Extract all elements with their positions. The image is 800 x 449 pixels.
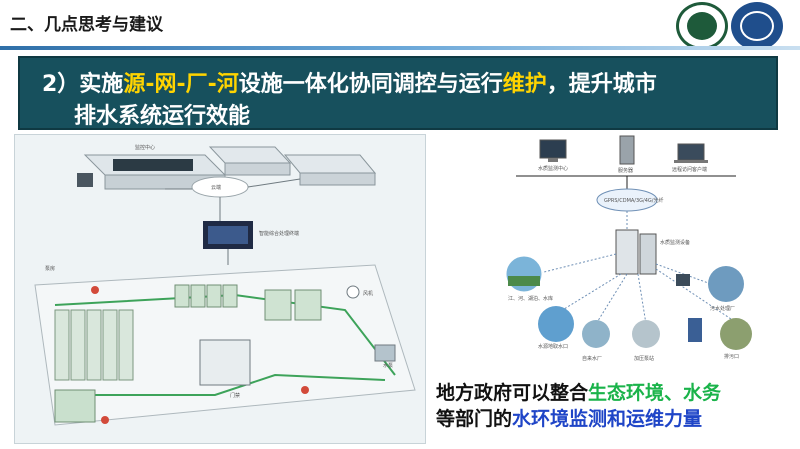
label-center: 水质监测中心 xyxy=(538,165,568,172)
scene-meters xyxy=(632,320,660,348)
monitor-icon xyxy=(539,139,567,159)
label-outlet: 排污口 xyxy=(724,353,739,360)
plant-monitoring-diagram: 监控中心 云端 智能综合处理终端 泵房 xyxy=(14,134,426,444)
label-monitor-center: 监控中心 xyxy=(135,144,155,151)
label-gate: 门禁 xyxy=(230,392,240,399)
label-client: 远程访问客户端 xyxy=(672,166,707,173)
scene-probe xyxy=(582,320,610,348)
label-fan: 风机 xyxy=(363,290,373,297)
label-terminal: 智能综合处理终端 xyxy=(259,230,299,237)
section-title: 二、几点思考与建议 xyxy=(10,15,163,35)
caption-blue: 水环境监测和运维力量 xyxy=(512,408,703,430)
fan-icon xyxy=(346,285,360,299)
water-monitoring-network-diagram: 水质监测中心 服务器 远程访问客户端 GPRS/CDMA/3G/4G/光纤 水质… xyxy=(496,134,762,374)
label-cloud: 云端 xyxy=(211,184,221,191)
label-network: GPRS/CDMA/3G/4G/光纤 xyxy=(604,197,663,204)
plant-illustration: 监控中心 云端 智能综合处理终端 泵房 xyxy=(34,144,416,426)
academy-logo xyxy=(731,2,783,50)
scene-river xyxy=(505,255,543,293)
banner-highlight-2: 维护 xyxy=(502,72,547,97)
label-pump-room: 泵房 xyxy=(45,265,55,272)
caption-prefix-2: 等部门的 xyxy=(436,408,513,430)
title-banner: 2）实施源-网-厂-河设施一体化协同调控与运行维护，提升城市 排水系统运行效能 xyxy=(20,58,776,129)
label-station: 自来水厂 xyxy=(582,355,602,362)
monitor-wall xyxy=(113,159,193,171)
banner-middle: 设施一体化协同调控与运行 xyxy=(238,72,503,97)
label-server: 服务器 xyxy=(618,167,633,174)
label-river: 江、河、湖泊、水库 xyxy=(508,295,553,302)
label-pump-station: 加压泵站 xyxy=(634,355,654,362)
scene-source xyxy=(538,306,574,342)
banner-line-2: 排水系统运行效能 xyxy=(74,104,251,129)
banner-suffix: ，提升城市 xyxy=(546,72,657,97)
header-bar: 二、几点思考与建议 xyxy=(0,0,800,50)
server-icon xyxy=(619,135,635,165)
monitoring-cabinet xyxy=(615,229,639,275)
banner-highlight-1: 源-网-厂-河 xyxy=(123,72,239,97)
label-source: 水源地取水口 xyxy=(538,343,568,350)
caption-green: 生态环境、水务 xyxy=(588,382,722,404)
caption-line-1: 地方政府可以整合生态环境、水务 xyxy=(436,380,721,406)
laptop-icon xyxy=(677,143,705,161)
label-pump: 水泵 xyxy=(383,362,393,369)
scene-outlet xyxy=(720,318,752,350)
caption-text: 地方政府可以整合生态环境、水务 等部门的水环境监测和运维力量 xyxy=(436,380,721,432)
scene-plant xyxy=(708,266,744,302)
caption-prefix-1: 地方政府可以整合 xyxy=(436,382,589,404)
header-divider xyxy=(0,46,800,50)
label-plant: 污水处理厂 xyxy=(710,305,735,312)
university-logo xyxy=(676,2,728,50)
label-equipment: 水质监测设备 xyxy=(660,239,690,246)
banner-line-1: 2）实施源-网-厂-河设施一体化协同调控与运行维护，提升城市 xyxy=(42,66,657,98)
caption-line-2: 等部门的水环境监测和运维力量 xyxy=(436,406,721,432)
banner-prefix: 2）实施 xyxy=(42,72,124,97)
network-illustration: 水质监测中心 服务器 远程访问客户端 GPRS/CDMA/3G/4G/光纤 水质… xyxy=(505,135,752,362)
